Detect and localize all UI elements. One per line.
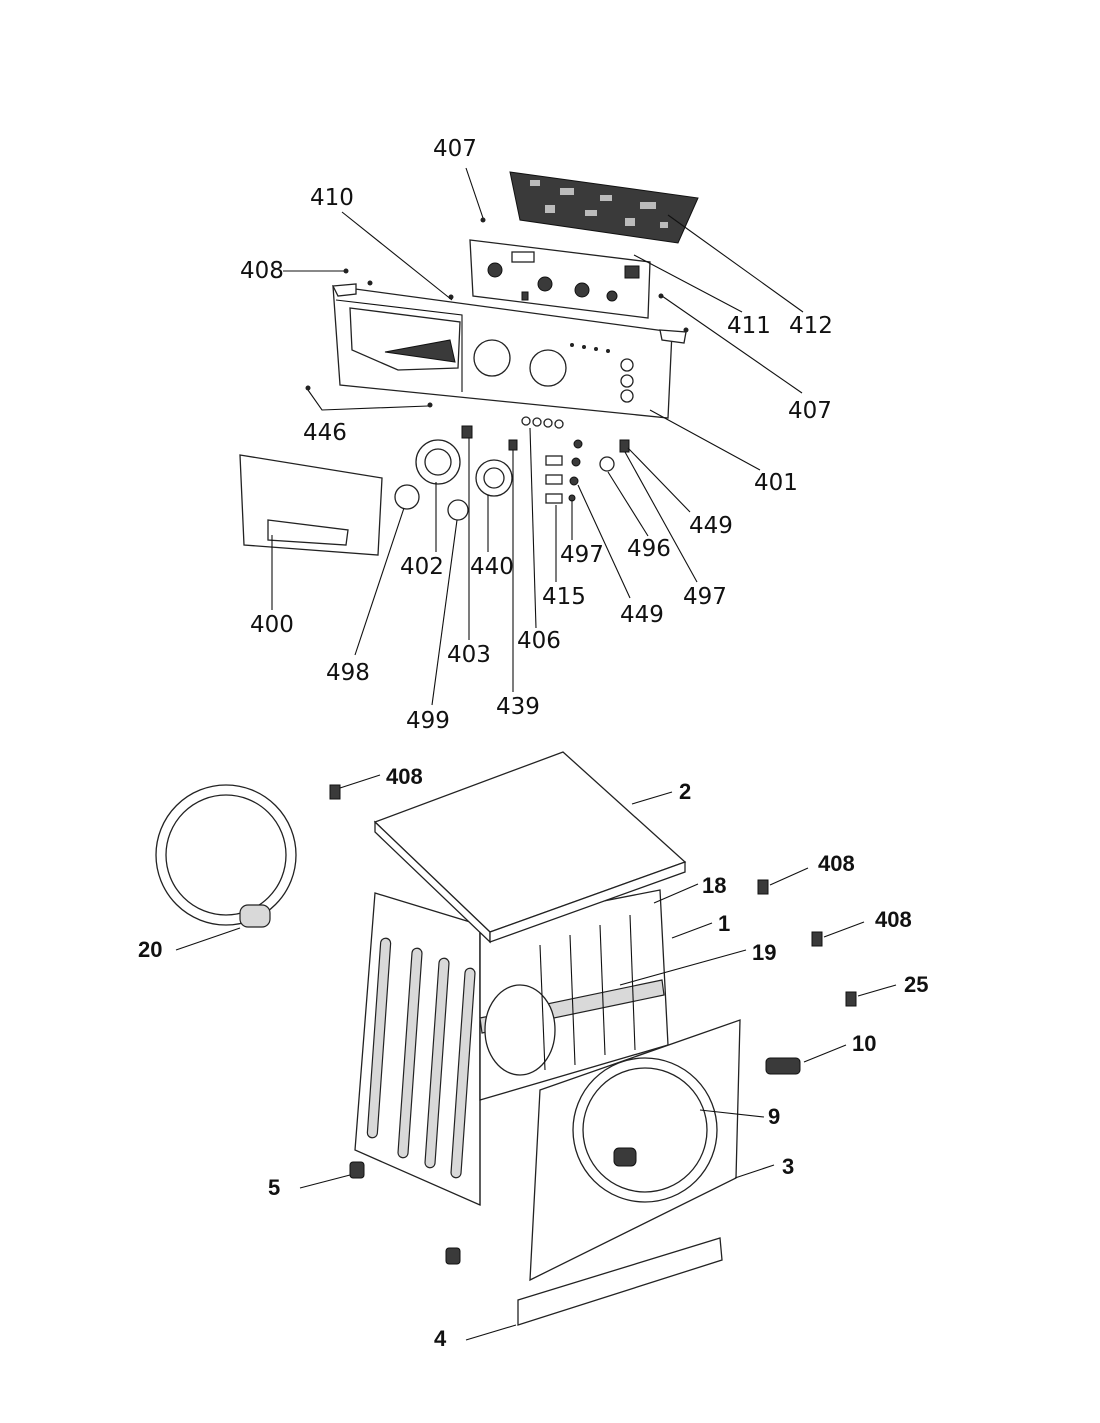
label-19: 19 (752, 940, 776, 965)
control-fascia-panel (331, 283, 687, 419)
label-408-lower-right-a: 408 (818, 851, 855, 876)
detergent-drawer (239, 454, 383, 556)
clip-25 (845, 991, 857, 1007)
screw-408-b (757, 879, 769, 895)
label-496: 496 (627, 536, 671, 562)
label-2: 2 (679, 779, 691, 804)
label-402: 402 (400, 554, 444, 580)
buttons-415 (545, 455, 563, 504)
drain-hose (155, 784, 297, 928)
screws-top (305, 217, 689, 408)
label-499: 499 (406, 708, 450, 734)
label-401: 401 (754, 470, 798, 496)
label-408-lower-right-b: 408 (875, 907, 912, 932)
lower-leader-lines (175, 774, 897, 1341)
label-410: 410 (310, 185, 354, 211)
label-497-left: 497 (560, 542, 604, 568)
label-5: 5 (268, 1175, 280, 1200)
label-449-lower: 449 (620, 602, 664, 628)
label-9: 9 (768, 1104, 780, 1129)
label-412: 412 (789, 313, 833, 339)
label-408-lower-left: 408 (386, 764, 423, 789)
label-415: 415 (542, 584, 586, 610)
top-lid (373, 751, 687, 944)
label-10: 10 (852, 1031, 876, 1056)
knob-440 (475, 459, 513, 497)
label-498: 498 (326, 660, 370, 686)
feet (349, 1161, 461, 1265)
screw-408-c (811, 931, 823, 947)
label-20: 20 (138, 937, 162, 962)
label-3: 3 (782, 1154, 794, 1179)
screw-408-a (329, 784, 341, 800)
label-1: 1 (718, 911, 730, 936)
label-4: 4 (434, 1326, 447, 1351)
button-496 (599, 456, 615, 472)
spring-403 (461, 425, 473, 439)
control-board-pcb (509, 171, 699, 244)
led-497 (568, 439, 583, 502)
label-439: 439 (496, 694, 540, 720)
label-411: 411 (727, 313, 771, 339)
label-446: 446 (303, 420, 347, 446)
label-408-top: 408 (240, 258, 284, 284)
front-panel (529, 1019, 741, 1282)
label-400: 400 (250, 612, 294, 638)
cabinet-frame (479, 889, 669, 1205)
kickplate (517, 1237, 723, 1326)
screw-449 (619, 439, 630, 453)
cabinet-side-panel (354, 892, 481, 1206)
spring-439 (508, 439, 518, 451)
label-407-right: 407 (788, 398, 832, 424)
door-lock-10 (765, 1057, 801, 1075)
label-407-top: 407 (433, 136, 477, 162)
control-panel-bracket (469, 239, 651, 319)
knob-cap-498 (394, 484, 420, 510)
label-25: 25 (904, 972, 928, 997)
label-497-right: 497 (683, 584, 727, 610)
label-449-upper: 449 (689, 513, 733, 539)
label-18: 18 (702, 873, 726, 898)
program-knob-402 (415, 439, 461, 485)
label-403: 403 (447, 642, 491, 668)
upper-leader-lines (271, 167, 804, 706)
label-406: 406 (517, 628, 561, 654)
label-440: 440 (470, 554, 514, 580)
knob-cap-499 (447, 499, 469, 521)
buttons-406 (521, 416, 564, 429)
